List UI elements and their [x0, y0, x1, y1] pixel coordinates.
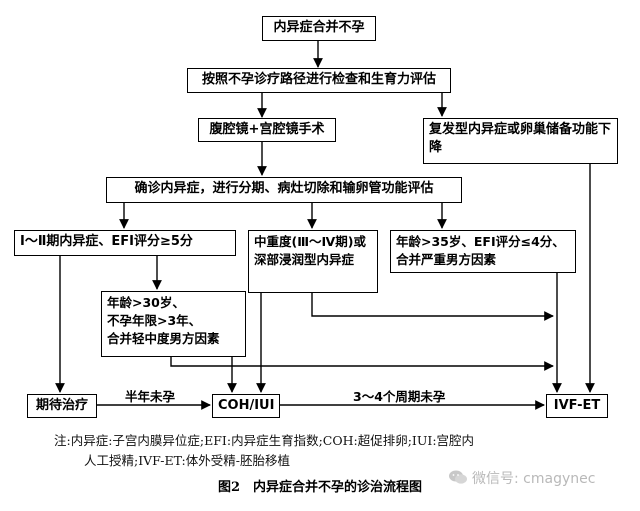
arrow-stage34-ivfet [311, 292, 554, 321]
node-ivfet: IVF-ET [546, 394, 608, 418]
node-assess: 按照不孕诊疗路径进行检查和生育力评估 [187, 68, 451, 93]
node-age30: 年龄>30岁、 不孕年限>3年、 合并轻中度男方因素 [101, 291, 246, 357]
footnote-line1: 注:内异症:子宫内膜异位症;EFI:内异症生育指数;COH:超促排卵;IUI:宫… [54, 433, 475, 448]
edge-label-half-year: 半年未孕 [125, 389, 176, 404]
figure-caption: 图2 内异症合并不孕的诊治流程图 [217, 480, 423, 495]
node-diagnose: 确诊内异症，进行分期、病灶切除和输卵管功能评估 [106, 177, 462, 203]
node-recurrent: 复发型内异症或卵巢储备功能下降 [423, 118, 618, 164]
flowchart-arrows [55, 40, 595, 410]
footnote-line2: 人工授精;IVF-ET:体外受精-胚胎移植 [84, 453, 290, 468]
node-cohiui: COH/IUI [212, 394, 280, 418]
edge-label-cycles: 3～4个周期未孕 [353, 389, 446, 404]
watermark: 微信号: cmagynec [448, 468, 595, 489]
arrow-age30-ivfet [170, 356, 554, 371]
watermark-text: 微信号: cmagynec [472, 471, 596, 487]
node-stage12: Ⅰ～Ⅱ期内异症、EFI评分≥5分 [14, 230, 236, 256]
node-start: 内异症合并不孕 [262, 16, 376, 41]
node-surgery: 腹腔镜+宫腔镜手术 [198, 118, 336, 142]
node-stage34: 中重度(Ⅲ～Ⅳ期)或深部浸润型内异症 [248, 230, 378, 293]
node-expectant: 期待治疗 [27, 394, 97, 418]
node-age35: 年龄>35岁、EFI评分≤4分、合并严重男方因素 [390, 230, 576, 273]
wechat-icon [448, 469, 468, 489]
